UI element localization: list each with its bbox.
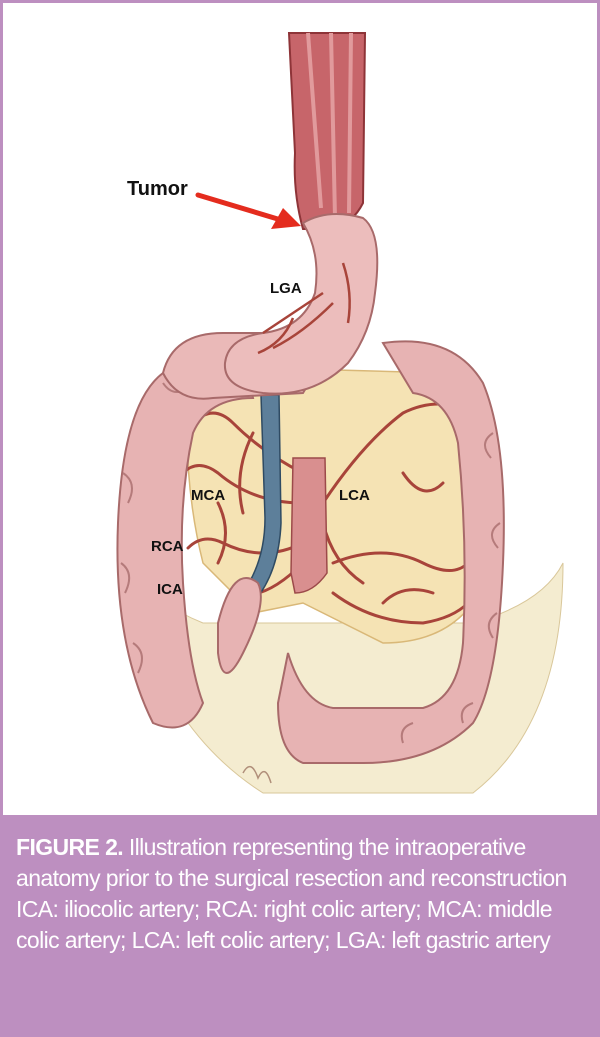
tumor-label: Tumor [127,178,188,200]
anatomy-illustration [116,32,564,794]
ica-label: ICA [157,581,183,598]
stomach [223,213,379,395]
lca-label: LCA [339,487,370,504]
figure-caption: FIGURE 2. Illustration representing the … [16,832,586,956]
esophagus [287,32,367,230]
illustration-panel: Tumor LGA MCA LCA RCA ICA [3,3,597,815]
colon-left [276,340,505,764]
gastric-vessels [257,262,351,355]
aorta [290,457,328,594]
esophagus-fold [306,32,353,219]
colon [116,349,255,729]
artist-signature [242,765,272,784]
ileum [217,577,262,674]
caption-abbreviations: ICA: iliocolic artery; RCA: right colic … [16,896,553,953]
colon-haustra [120,382,501,744]
figure-number: FIGURE 2. [16,834,124,860]
mca-label: MCA [191,487,226,504]
tumor-arrow [195,192,301,229]
rca-label: RCA [151,538,184,555]
caption-title: FIGURE 2. Illustration representing the … [16,832,586,894]
lga-label: LGA [270,280,302,297]
caption-title-text: Illustration representing the intraopera… [16,834,567,891]
